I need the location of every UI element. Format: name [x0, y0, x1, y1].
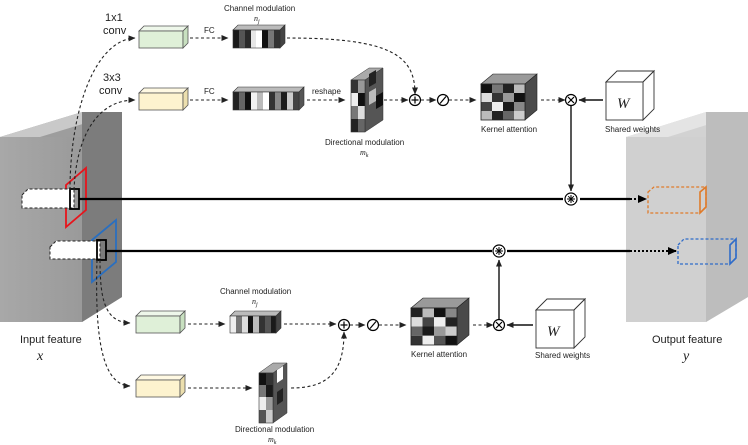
dir-to-plus-bottom [290, 331, 347, 389]
curve-to-1x1 [69, 35, 136, 191]
shared-weights-label-bottom: Shared weights [535, 351, 590, 360]
curve-to-yellow-bottom [96, 259, 131, 389]
mk-label-bottom: mk [268, 435, 277, 445]
kernel-attention-cube-top [480, 73, 538, 121]
directional-modulation-label-top: Directional modulation [325, 138, 404, 147]
w-label-bottom: W [547, 324, 561, 340]
w-label-top: W [617, 96, 631, 112]
shared-weights-cube-top [604, 69, 656, 122]
conv1x1-label: 1x1 [105, 12, 123, 24]
output-feature-tensor [626, 112, 748, 322]
conv-op-top [564, 192, 578, 206]
divide-op-bottom [366, 318, 380, 332]
top-yellow-box [138, 87, 189, 111]
mk-label-top: mk [360, 148, 369, 159]
conv3x3-label: 3x3 [103, 72, 121, 84]
conv-op-bottom [492, 244, 506, 258]
fc-label-mid: FC [204, 87, 215, 96]
blue-sliding-window [49, 218, 117, 284]
input-x-label: x [36, 349, 44, 364]
fc-label-top: FC [204, 26, 215, 35]
directional-modulation-bottom [258, 362, 288, 424]
kernel-attention-label-bottom: Kernel attention [411, 350, 467, 359]
conv1x1-sub: conv [103, 25, 127, 37]
input-feature-label: Input feature [20, 334, 82, 346]
channel-modulation-strip-bottom [229, 310, 282, 334]
output-patch-blue [677, 237, 737, 266]
curve-to-3x3 [73, 97, 136, 191]
curve-to-green-bottom [99, 259, 131, 326]
conv3x3-sub: conv [99, 85, 123, 97]
kernel-attention-label-top: Kernel attention [481, 125, 537, 134]
bottom-yellow-box [135, 374, 186, 398]
plus-op-top [408, 93, 422, 107]
input-feature-tensor [0, 112, 122, 322]
channel-modulation-strip-top [232, 24, 286, 49]
directional-modulation-label-bottom: Directional modulation [235, 425, 314, 434]
top-green-box [138, 25, 189, 49]
kernel-attention-cube-bottom [410, 297, 470, 346]
output-feature-label: Output feature [652, 334, 722, 346]
shared-weights-label-top: Shared weights [605, 125, 660, 134]
times-op-bottom [492, 318, 506, 332]
nj-label-top: nj [254, 14, 260, 25]
plus-op-bottom [337, 318, 351, 332]
channel-modulation-label-bottom: Channel modulation [220, 287, 291, 296]
output-y-label: y [681, 349, 690, 364]
nj-label-bottom: nj [252, 297, 258, 308]
times-op-top [564, 93, 578, 107]
output-patch-orange [647, 185, 707, 215]
shared-weights-cube-bottom [534, 297, 587, 350]
reshape-label: reshape [312, 87, 341, 96]
divide-op-top [436, 93, 450, 107]
nj-to-plus-arrow [286, 37, 418, 95]
directional-modulation-top [350, 67, 384, 133]
channel-modulation-label-top: Channel modulation [224, 4, 295, 13]
bottom-green-box [135, 310, 186, 334]
fc-output-strip [232, 86, 305, 111]
